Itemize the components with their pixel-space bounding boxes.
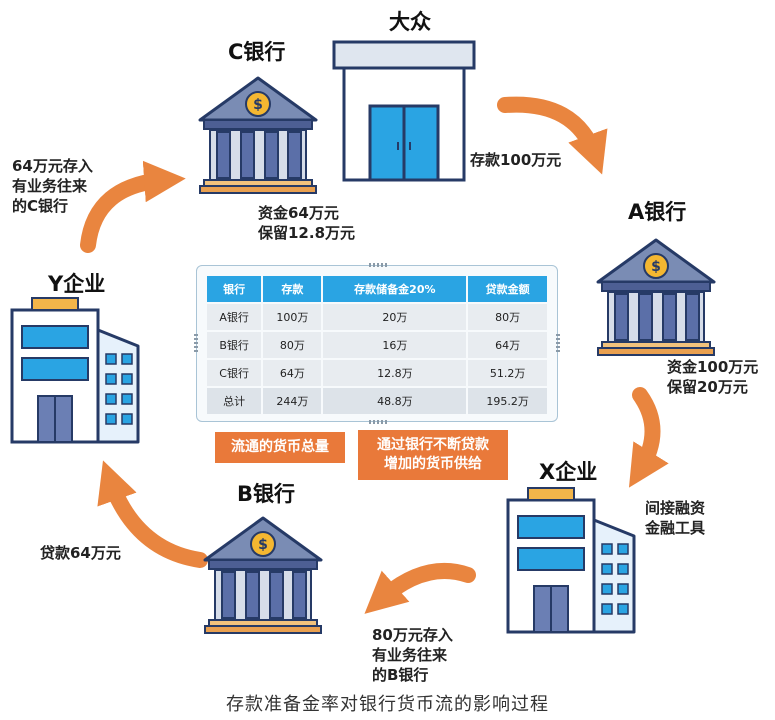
office-building-icon [10,296,140,444]
note-c-funds: 资金64万元 保留12.8万元 [258,204,356,242]
header-bank: 银行 [207,276,262,302]
summary-table: 银行 存款 存款储备金20% 贷款金额 A银行 100万 20万 80万 B银行… [205,274,549,416]
note-x-tool: 间接融资 金融工具 [645,499,706,537]
table-row-total: 总计 244万 48.8万 195.2万 [207,388,547,414]
note-deposit: 存款100万元 [470,151,562,169]
callout-money-supply: 通过银行不断贷款 增加的货币供给 [358,430,508,480]
table-row: C银行 64万 12.8万 51.2万 [207,360,547,386]
store-icon [332,40,476,182]
diagram-caption: 存款准备金率对银行货币流的影响过程 [226,694,549,715]
note-loan: 贷款64万元 [40,544,121,562]
office-building-icon [506,486,636,634]
curved-arrow-icon [497,96,608,175]
resize-handle-icon [556,334,560,352]
bank-icon [203,516,323,635]
resize-handle-icon [369,263,387,267]
node-bank-b: B银行 [237,482,296,506]
summary-table-panel: 银行 存款 存款储备金20% 贷款金额 A银行 100万 20万 80万 B银行… [194,263,560,424]
resize-handle-icon [194,334,198,352]
table-row: A银行 100万 20万 80万 [207,304,547,330]
table-row: B银行 80万 16万 64万 [207,332,547,358]
bank-icon [596,238,716,357]
callout-total-money: 流通的货币总量 [215,432,345,463]
node-company-y: Y企业 [48,272,106,296]
bank-icon [198,76,318,195]
curved-arrow-icon [97,460,208,568]
resize-handle-icon [369,420,387,424]
note-b-deposit: 80万元存入 有业务往来 的B银行 [372,626,453,684]
curved-arrow-icon [364,562,476,614]
curved-arrow-icon [628,387,669,488]
header-deposit: 存款 [263,276,322,302]
node-bank-c: C银行 [228,40,286,64]
header-loan: 贷款金额 [468,276,547,302]
node-bank-a: A银行 [628,200,687,224]
curved-arrow-icon [80,160,186,253]
node-company-x: X企业 [539,460,598,484]
note-c-deposit: 64万元存入 有业务往来 的C银行 [12,157,93,215]
table-header-row: 银行 存款 存款储备金20% 贷款金额 [207,276,547,302]
note-a-funds: 资金100万元 保留20万元 [667,358,759,396]
node-public: 大众 [389,10,431,34]
header-reserve: 存款储备金20% [323,276,467,302]
